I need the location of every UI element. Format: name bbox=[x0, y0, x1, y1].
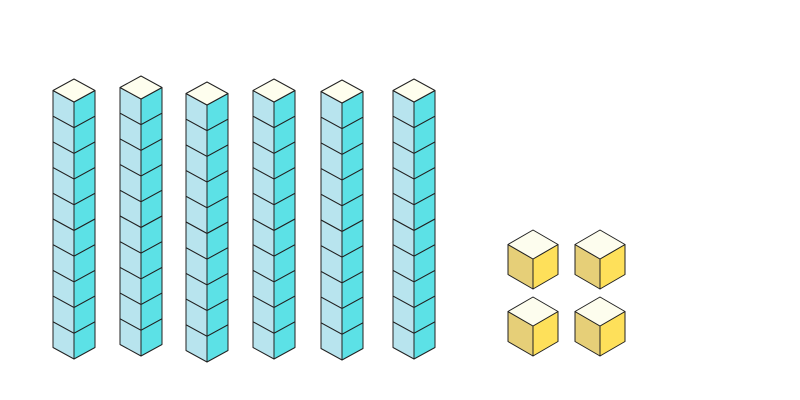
unit-cube bbox=[574, 229, 626, 290]
cube-right-face bbox=[273, 321, 296, 360]
cube-top-face bbox=[320, 79, 364, 104]
tens-rod bbox=[119, 75, 163, 357]
tens-rod bbox=[52, 78, 96, 360]
cube-right-face bbox=[73, 321, 96, 360]
unit-cube bbox=[574, 296, 626, 357]
tens-rods-group bbox=[52, 75, 436, 363]
tens-rod bbox=[185, 81, 229, 363]
cube-top-face bbox=[574, 229, 626, 260]
tens-rod bbox=[252, 78, 296, 360]
cube-right-face bbox=[206, 324, 229, 363]
cube-top-face bbox=[252, 78, 296, 103]
cube-top-face bbox=[185, 81, 229, 106]
cube-right-face bbox=[140, 318, 163, 357]
unit-cube bbox=[507, 229, 559, 290]
cube-right-face bbox=[341, 322, 364, 361]
cube-top-face bbox=[392, 78, 436, 103]
cube-top-face bbox=[574, 296, 626, 327]
tens-rod bbox=[320, 79, 364, 361]
cube-top-face bbox=[507, 229, 559, 260]
unit-cube bbox=[507, 296, 559, 357]
tens-rod bbox=[392, 78, 436, 360]
cube-top-face bbox=[119, 75, 163, 100]
cube-top-face bbox=[507, 296, 559, 327]
cube-right-face bbox=[413, 321, 436, 360]
unit-cubes-group bbox=[507, 229, 626, 357]
cube-top-face bbox=[52, 78, 96, 103]
